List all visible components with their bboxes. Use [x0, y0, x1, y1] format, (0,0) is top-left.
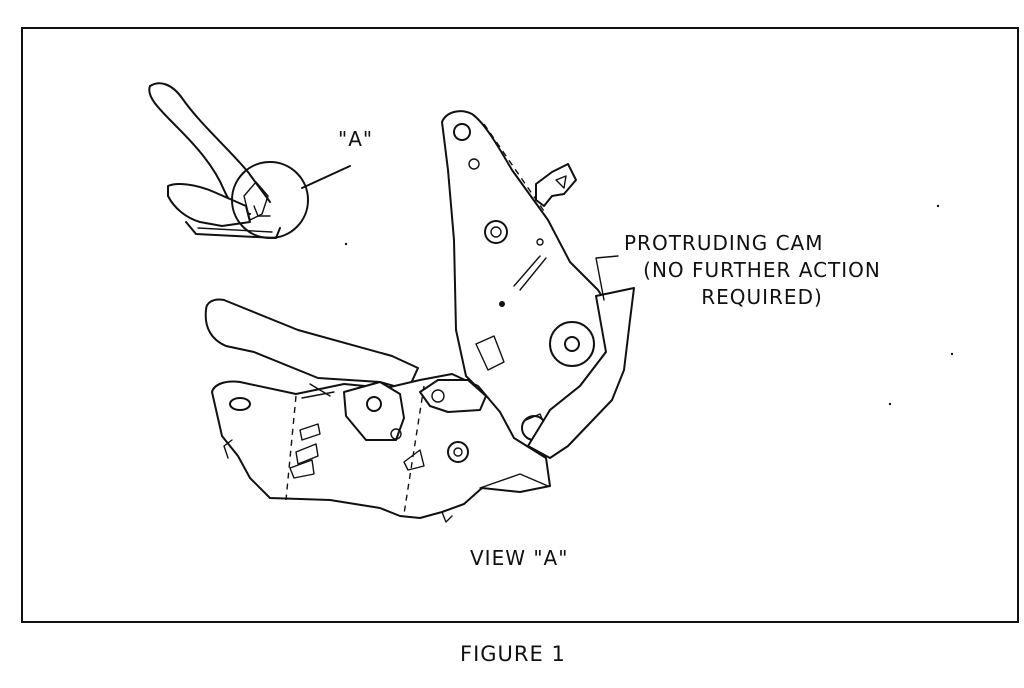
- detail-circle: [231, 161, 309, 239]
- detail-label: "A": [338, 127, 374, 151]
- view-label: VIEW "A": [470, 546, 569, 570]
- detail-leader-line: [301, 165, 351, 189]
- figure-frame: [21, 27, 1019, 623]
- cam-label-line-3: REQUIRED): [701, 285, 823, 309]
- cam-leader-line: [595, 255, 619, 301]
- cam-label-line-1: PROTRUDING CAM: [624, 231, 824, 255]
- protruding-cam: [527, 287, 635, 459]
- scan-specks: [344, 204, 954, 406]
- base-bracket: [211, 373, 551, 523]
- cam-label-line-2: (NO FURTHER ACTION: [643, 258, 881, 282]
- figure-caption: FIGURE 1: [460, 642, 566, 666]
- lever-arm: [441, 110, 635, 459]
- handle-body: [204, 298, 419, 391]
- inset-release-handle: [148, 82, 351, 239]
- protruding-cam-label: PROTRUDING CAM (NO FURTHER ACTION REQUIR…: [622, 230, 902, 311]
